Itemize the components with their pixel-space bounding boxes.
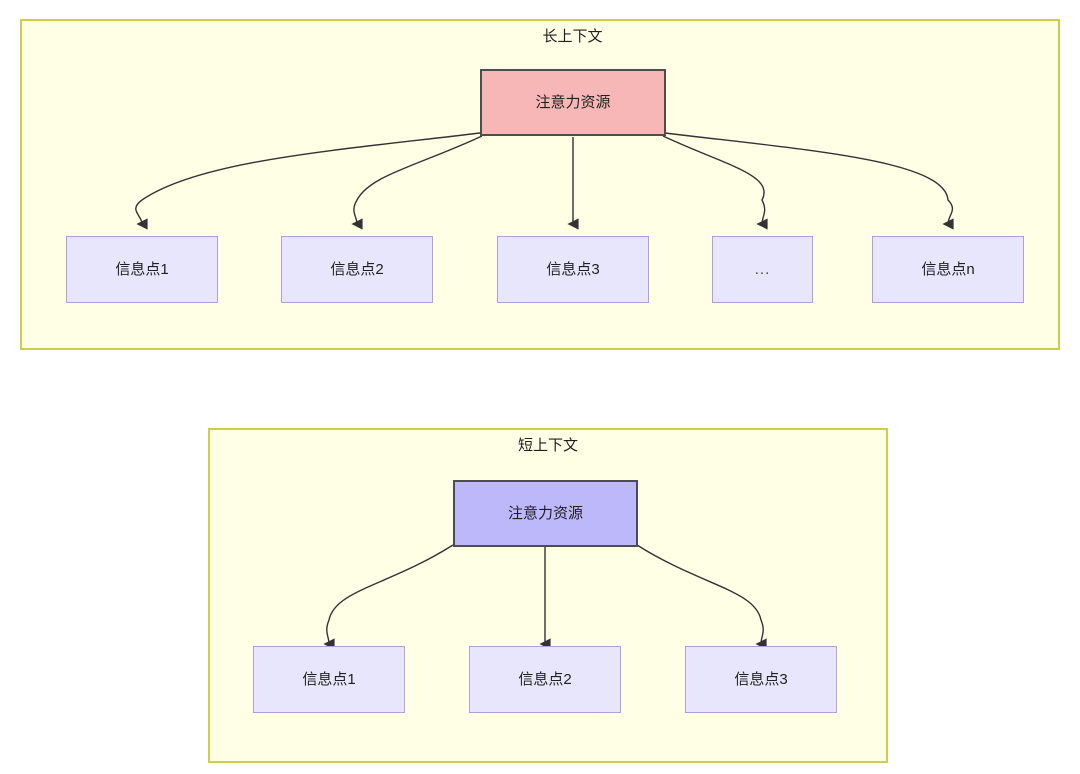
- node-info-point-2-short[interactable]: 信息点2: [469, 646, 621, 713]
- node-info-point-2-long[interactable]: 信息点2: [281, 236, 433, 303]
- node-attention-short-context[interactable]: 注意力资源: [453, 480, 638, 547]
- node-attention-long-context[interactable]: 注意力资源: [480, 69, 666, 136]
- node-info-point-3-long[interactable]: 信息点3: [497, 236, 649, 303]
- node-info-ellipsis-long[interactable]: ...: [712, 236, 813, 303]
- node-info-point-1-long[interactable]: 信息点1: [66, 236, 218, 303]
- node-info-point-1-short[interactable]: 信息点1: [253, 646, 405, 713]
- panel-long-context-title: 长上下文: [542, 28, 603, 45]
- node-info-point-n-long[interactable]: 信息点n: [872, 236, 1024, 303]
- node-info-point-3-short[interactable]: 信息点3: [685, 646, 837, 713]
- panel-short-context-title: 短上下文: [517, 437, 578, 454]
